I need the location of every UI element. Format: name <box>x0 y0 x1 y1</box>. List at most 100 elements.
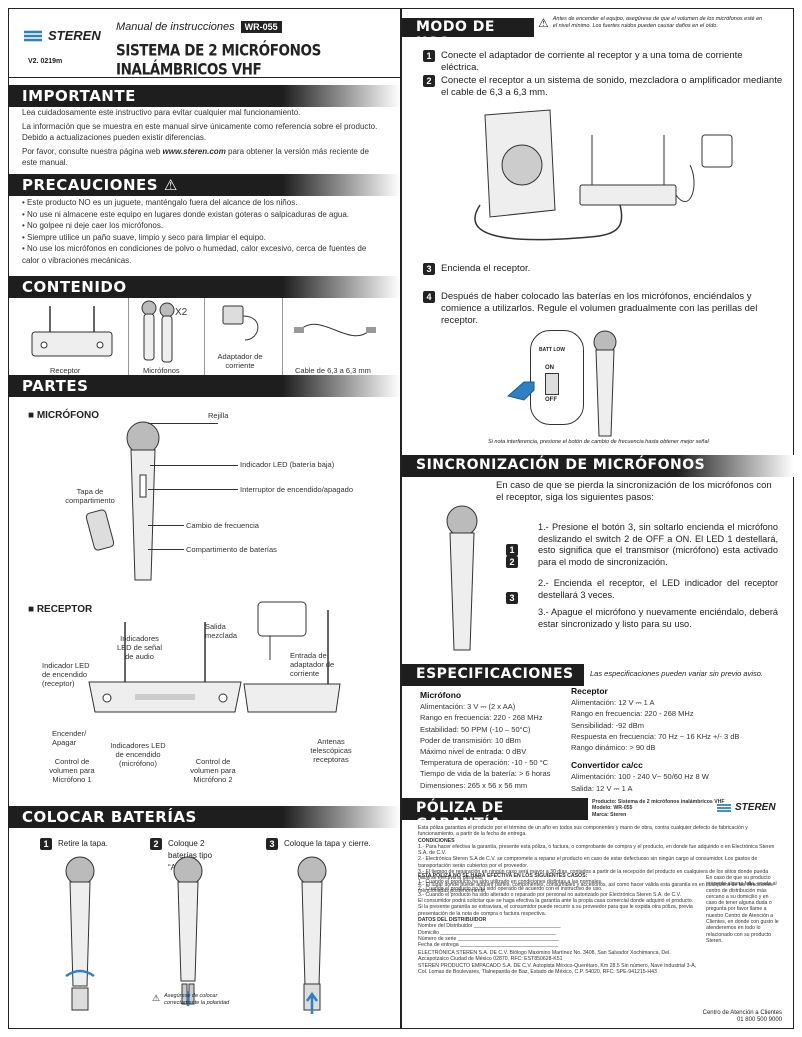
poliza-body-line: 4.- El lugar donde puede adquirir partes… <box>418 881 773 894</box>
modo-step-1: 1 Conecte el adaptador de corriente al re… <box>423 50 783 74</box>
label-rejilla: Rejilla <box>208 411 229 420</box>
modo-step-1-text: Conecte el adaptador de corriente al rec… <box>441 50 743 73</box>
bateria-mic-2 <box>173 856 203 1006</box>
partes-mic-title: ■ MICRÓFONO <box>28 410 100 421</box>
steren-logo-icon <box>717 803 731 812</box>
label-leds-audio: Indicadores LED de señal de audio <box>116 634 163 661</box>
poliza-body-line: 3.- El tiempo de reparación en ningún ca… <box>418 869 769 882</box>
precaucion-item: • Este producto NO es un juguete, mantén… <box>22 198 298 207</box>
microfono-switch-image <box>593 330 617 437</box>
label-antenas: Antenas telescópicas receptoras <box>310 737 352 764</box>
sinc-marker-2: 2 <box>506 556 518 568</box>
sinc-marker-3: 3 <box>506 592 518 604</box>
espec-mic-line: Rango en frecuencia: 220 - 268 MHz <box>420 713 543 723</box>
poliza-nova-title: ESTA PÓLIZA NO SE HARÁ EFECTIVA EN LOS S… <box>418 873 588 879</box>
manual-row: Manual de instrucciones WR-055 <box>116 21 282 33</box>
contenido-separator <box>204 298 205 376</box>
batt-low-label: BATT LOW <box>539 347 566 353</box>
label-led-encendido: Indicador LED de encendido (receptor) <box>42 661 90 688</box>
label-tapa: Tapa de compartimento <box>65 487 115 505</box>
receptor-back-diagram <box>243 601 341 713</box>
warning-icon: ⚠ <box>163 176 178 194</box>
modo-step-3-text: Encienda el receptor. <box>441 263 531 274</box>
receptor-image <box>31 306 113 357</box>
espec-rec-line: Rango dinámico: > 90 dB <box>571 743 656 753</box>
importante-p2: La información que se muestra en este ma… <box>22 121 378 143</box>
espec-mic-title: Micrófono <box>420 690 462 700</box>
poliza-prod-line: Marca: Steren <box>592 811 627 818</box>
espec-rec-line: Respuesta en frecuencia: 70 Hz ~ 16 KHz … <box>571 731 740 741</box>
step-number: 3 <box>423 263 435 275</box>
power-switch[interactable] <box>545 373 559 395</box>
importante-p3: Por favor, consulte nuestra página web w… <box>22 146 384 169</box>
sinc-step-2: 2.- Encienda el receptor, el LED indicad… <box>538 578 778 600</box>
sinc-step-3: 3.- Apague el micrófono y nuevamente enc… <box>538 607 778 629</box>
section-sincronizacion: SINCRONIZACIÓN DE MICRÓFONOS <box>402 455 794 477</box>
model-badge: WR-055 <box>240 21 282 33</box>
poliza-body-line: CONDICIONES <box>418 837 455 844</box>
espec-microfono: Micrófono Alimentación: 3 V ⎓ (2 x AA) R… <box>420 690 550 791</box>
importante-p3-a: Por favor, consulte nuestra página web <box>22 146 163 156</box>
steren-url-link[interactable]: www.steren.com <box>162 146 226 156</box>
espec-mic-line: Alimentación: 3 V ⎓ (2 x AA) <box>420 702 516 712</box>
espec-mic-line: Estabilidad: 50 PPM (-10 – 50°C) <box>420 724 531 734</box>
section-poliza: PÓLIZA DE GARANTÍA <box>402 798 588 832</box>
hand-icon <box>506 381 535 401</box>
column-divider <box>400 8 402 1029</box>
step-number: 1 <box>423 50 435 62</box>
sinc-intro: En caso de que se pierda la sincronizaci… <box>496 480 772 503</box>
modo-step-4-text: Después de haber colocado las baterías e… <box>441 291 758 326</box>
section-contenido: CONTENIDO <box>8 276 400 298</box>
step-number: 3 <box>266 838 278 850</box>
contenido-microfonos-label: Micrófonos <box>143 366 180 375</box>
label-compartimento: Compartimento de baterías <box>186 545 277 554</box>
importante-body: Lea cuidadosamente este instructivo para… <box>22 107 384 169</box>
poliza-case: 2.- Cuando el producto no ha sido operad… <box>418 885 603 892</box>
off-label: OFF <box>545 397 557 403</box>
espec-rec-line: Rango en frecuencia: 220 - 268 MHz <box>571 709 694 719</box>
modo-warning-text: Antes de encender el equipo, asegúrese d… <box>552 16 763 29</box>
label-salida: Salida mezclada <box>205 622 238 640</box>
precaucion-item: • No golpee ni deje caer los micrófonos. <box>22 221 164 230</box>
cable-image <box>294 323 376 337</box>
label-led-bateria: Indicador LED (batería baja) <box>240 460 335 469</box>
poliza-case: 1.- Cuando el producto ha sido utilizado… <box>418 879 603 886</box>
step-number: 2 <box>506 556 518 568</box>
bateria-mic-1 <box>65 856 95 1011</box>
label-vol2: Control de volumen para Micrófono 2 <box>190 757 236 784</box>
section-importante: IMPORTANTE <box>8 85 400 107</box>
section-modo: MODO DE USO <box>402 18 534 51</box>
espec-conv-line: Alimentación: 100 - 240 V~ 50/60 Hz 8 W <box>571 772 709 782</box>
espec-conv-line: Salida: 12 V ⎓ 1 A <box>571 783 633 793</box>
poliza-case: El consumidor podrá solicitar que se hag… <box>418 898 694 917</box>
step-number: 4 <box>423 291 435 303</box>
espec-rec-title: Receptor <box>571 686 608 696</box>
espec-receptor: Receptor Alimentación: 12 V ⎓ 1 A Rango … <box>571 686 739 794</box>
leader-line <box>148 489 238 490</box>
sinc-marker-1: 1 <box>506 544 518 556</box>
label-vol1: Control de volumen para Micrófono 1 <box>49 757 95 784</box>
step-number: 1 <box>506 544 518 556</box>
precaucion-item: • No use los micrófonos en condiciones d… <box>22 244 367 265</box>
label-entrada: Entrada de adaptador de corriente <box>290 651 335 678</box>
precauciones-heading: PRECAUCIONES <box>22 176 159 194</box>
receptor-diagram <box>88 622 242 713</box>
sinc-mic-image <box>446 505 478 651</box>
contenido-adaptador-label: Adaptador de corriente <box>217 352 263 370</box>
espec-conv-title: Convertidor ca/cc <box>571 760 643 771</box>
modo-step-3: 3 Encienda el receptor. <box>423 263 530 275</box>
poliza-body-line: 1.- Para hacer efectiva la garantía, pre… <box>418 843 775 857</box>
switch-panel: BATT LOW ON OFF <box>530 330 584 425</box>
poliza-body-line: 2.- Electrónica Steren S.A de C.V. se co… <box>418 856 758 869</box>
contenido-x2-label: X2 <box>175 307 188 318</box>
bateria-step-1-text: Retire la tapa. <box>58 839 108 848</box>
adaptador-image <box>222 305 259 341</box>
espec-rec-line: Sensibilidad: -92 dBm <box>571 720 644 730</box>
poliza-addr: ELECTRÓNICA STEREN S.A. DE C.V. Biólogo … <box>418 949 671 962</box>
steren-logo: STEREN <box>22 28 101 43</box>
bateria-step-3-text: Coloque la tapa y cierre. <box>284 839 371 848</box>
importante-p3-c: para obtener la versión más reciente de … <box>22 146 370 168</box>
poliza-prod-line: Producto: Sistema de 2 micrófonos inalám… <box>592 799 725 805</box>
label-cambio-frecuencia: Cambio de frecuencia <box>186 521 259 530</box>
conexion-diagram <box>474 109 733 241</box>
